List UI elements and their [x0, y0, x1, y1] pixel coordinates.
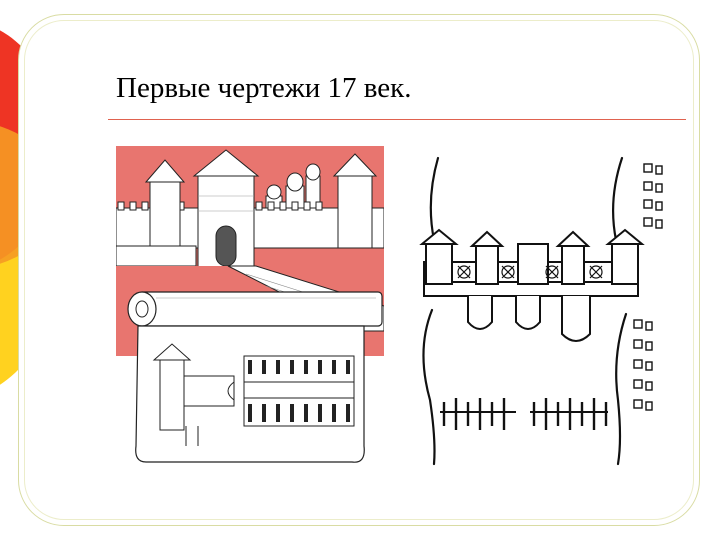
fortress-plan-drawing — [419, 156, 663, 466]
slide-title: Первые чертежи 17 век. — [116, 72, 412, 104]
title-underline — [108, 119, 686, 120]
kremlin-scroll-illustration — [116, 146, 384, 463]
